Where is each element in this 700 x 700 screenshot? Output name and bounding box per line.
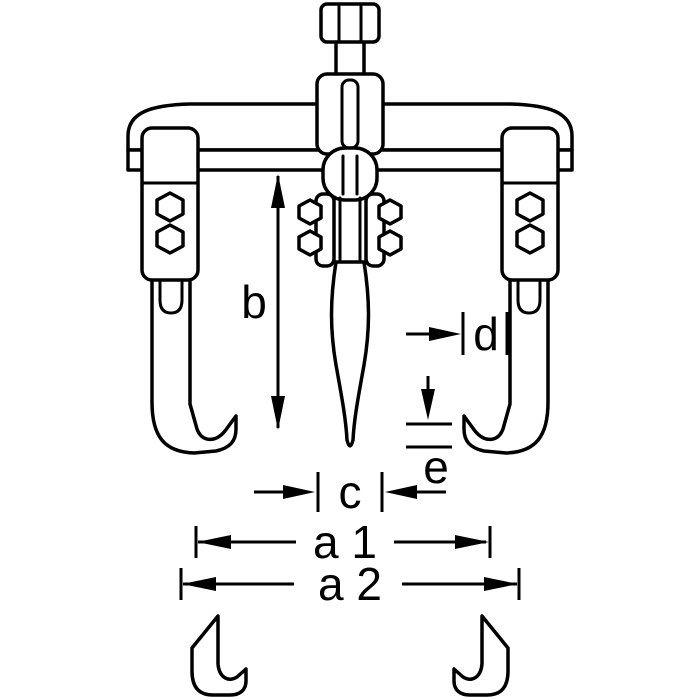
right-arm-slot <box>516 280 542 315</box>
dim-a1-label: a 1 <box>313 516 377 568</box>
dim-d-label: d <box>473 308 499 360</box>
dim-a1-arrow-right <box>455 535 489 549</box>
spindle-locknut-right-upper <box>377 198 403 226</box>
dim-c-arrow-left <box>283 485 315 499</box>
dim-a2-label: a 2 <box>318 558 382 610</box>
dim-b-arrow-down <box>271 396 285 430</box>
dim-a1-arrow-left <box>197 535 231 549</box>
left-arm-bolt-upper <box>155 191 185 223</box>
dim-e-label: e <box>423 441 449 493</box>
right-arm-bolt-upper <box>515 191 545 223</box>
spindle-locknut-left-upper <box>297 198 323 226</box>
left-arm-bolt-lower <box>155 223 185 255</box>
spindle-blade-tip <box>329 260 371 448</box>
left-arm-slot <box>158 280 184 315</box>
spindle-boss <box>321 146 379 202</box>
dim-c-label: c <box>339 466 362 518</box>
right-arm-bolt-lower <box>515 223 545 255</box>
right-arm-leg-hook <box>462 270 550 455</box>
spare-hook-right <box>452 614 510 697</box>
dim-a2-arrow-left <box>182 577 216 591</box>
dim-e-arrow <box>421 389 435 420</box>
spare-hook-left <box>190 614 248 697</box>
dim-a2-arrow-right <box>484 577 518 591</box>
spindle-locknut-right-lower <box>377 229 403 257</box>
spindle-housing <box>315 72 385 156</box>
dim-b-arrow-up <box>271 174 285 208</box>
left-arm-leg-hook <box>150 270 238 455</box>
spindle-locknut-left-lower <box>297 229 323 257</box>
dim-d-arrow <box>429 327 461 341</box>
dim-b-label: b <box>241 276 267 328</box>
spindle-hex-nut <box>319 2 381 44</box>
dim-c-arrow-right <box>385 485 417 499</box>
